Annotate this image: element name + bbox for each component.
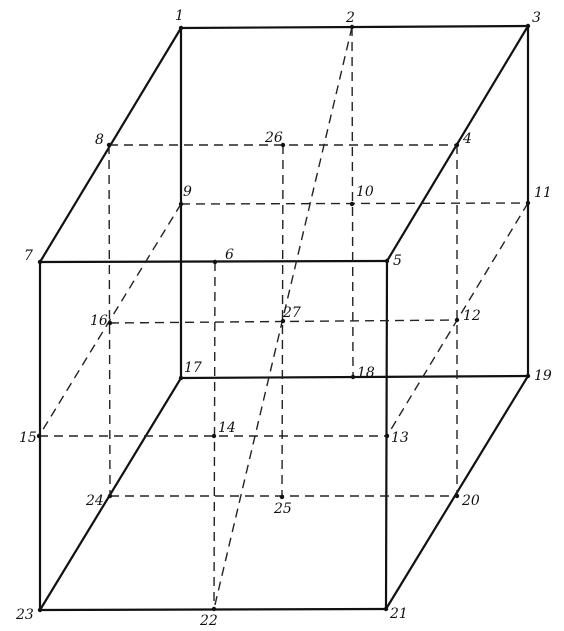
node-marker-n1 — [178, 25, 184, 31]
dashed-edge-n9-n15 — [38, 203, 182, 437]
node-label-n7: 7 — [24, 248, 33, 264]
node-label-n27: 27 — [282, 305, 301, 321]
node-label-n16: 16 — [90, 313, 108, 329]
node-marker-n3 — [525, 23, 531, 29]
dashed-edge-n8-n24 — [108, 144, 111, 497]
node-marker-n26 — [280, 142, 286, 148]
node-marker-n15 — [36, 433, 42, 439]
node-label-n21: 21 — [389, 606, 408, 622]
edge-n1-n3 — [179, 24, 530, 30]
node-label-n8: 8 — [95, 132, 104, 148]
node-label-n15: 15 — [19, 430, 37, 446]
node-label-n6: 6 — [225, 247, 234, 263]
node-marker-n14 — [211, 433, 217, 439]
node-marker-n5 — [384, 258, 390, 264]
dashed-edge-n9-n11 — [180, 202, 529, 205]
node-label-n14: 14 — [218, 420, 236, 436]
dashed-edge-n2-n18 — [351, 26, 354, 378]
node-marker-n7 — [37, 259, 43, 265]
node-label-n9: 9 — [183, 184, 192, 200]
node-marker-n9 — [178, 201, 184, 207]
node-marker-n16 — [107, 320, 113, 326]
node-marker-n10 — [349, 201, 355, 207]
node-marker-n13 — [384, 433, 390, 439]
node-label-n4: 4 — [462, 131, 472, 147]
node-label-n3: 3 — [532, 10, 541, 26]
dashed-edge-n26-n25 — [281, 144, 284, 498]
node-label-n26: 26 — [264, 130, 283, 146]
node-marker-n24 — [107, 493, 113, 499]
node-label-n11: 11 — [534, 185, 552, 201]
node-label-n20: 20 — [461, 493, 480, 509]
node-marker-n20 — [454, 493, 460, 499]
node-marker-n17 — [178, 375, 184, 381]
node-markers — [36, 23, 531, 613]
node-label-n23: 23 — [15, 607, 34, 623]
node-marker-n12 — [454, 317, 460, 323]
node-marker-n23 — [37, 607, 43, 613]
node-label-n1: 1 — [175, 8, 184, 24]
node-marker-n22 — [211, 606, 217, 612]
node-marker-n19 — [525, 373, 531, 379]
node-label-n25: 25 — [273, 501, 292, 517]
node-label-n22: 22 — [199, 613, 218, 629]
node-label-n2: 2 — [345, 10, 355, 26]
dashed-edge-n2-n22 — [213, 26, 353, 610]
node-label-n18: 18 — [357, 365, 375, 381]
node-marker-n11 — [525, 200, 531, 206]
node-label-n24: 24 — [85, 493, 104, 509]
node-marker-n2 — [349, 24, 355, 30]
node-label-n5: 5 — [393, 253, 402, 269]
node-marker-n4 — [454, 142, 460, 148]
node-marker-n21 — [383, 606, 389, 612]
node-marker-n27 — [280, 318, 286, 324]
node-marker-n8 — [106, 142, 112, 148]
node-label-n10: 10 — [356, 184, 374, 200]
node-marker-n18 — [350, 374, 356, 380]
node-marker-n6 — [212, 259, 218, 265]
node-label-n13: 13 — [391, 430, 409, 446]
node-marker-n25 — [279, 494, 285, 500]
node-label-n17: 17 — [184, 360, 202, 376]
node-label-n19: 19 — [534, 368, 552, 384]
node-label-n12: 12 — [463, 308, 481, 324]
